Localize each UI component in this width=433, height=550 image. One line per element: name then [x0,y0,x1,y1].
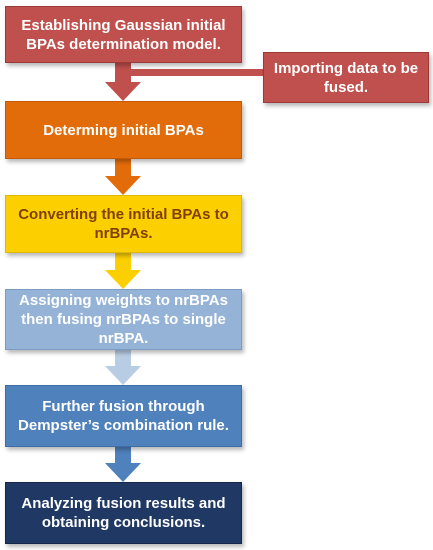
arrow-1-down [105,63,141,101]
step-establishing-model: Establishing Gaussian initial BPAs deter… [5,6,242,63]
arrow-3-down [105,253,141,289]
step-converting-to-nrbpas: Converting the initial BPAs to nrBPAs. [5,195,242,253]
step-assigning-weights: Assigning weights to nrBPAs then fusing … [5,289,242,350]
arrow-4-down [105,350,141,385]
step-dempster-fusion: Further fusion through Dempster’s combin… [5,385,242,447]
arrow-5-down [105,447,141,482]
step-converting-to-nrbpas-label: Converting the initial BPAs to nrBPAs. [18,206,229,242]
import-connector-line [123,69,264,76]
step-analyzing-results-label: Analyzing fusion results and obtaining c… [21,495,226,531]
step-dempster-fusion-label: Further fusion through Dempster’s combin… [18,398,229,434]
arrow-2-down [105,159,141,195]
step-importing-data: Importing data to be fused. [263,52,429,103]
step-importing-data-label: Importing data to be fused. [273,59,419,96]
step-determing-initial-bpas-label: Determing initial BPAs [43,121,204,139]
step-determing-initial-bpas: Determing initial BPAs [5,101,242,159]
step-analyzing-results: Analyzing fusion results and obtaining c… [5,482,242,544]
step-establishing-model-label: Establishing Gaussian initial BPAs deter… [21,16,226,53]
step-assigning-weights-label: Assigning weights to nrBPAs then fusing … [19,292,228,347]
